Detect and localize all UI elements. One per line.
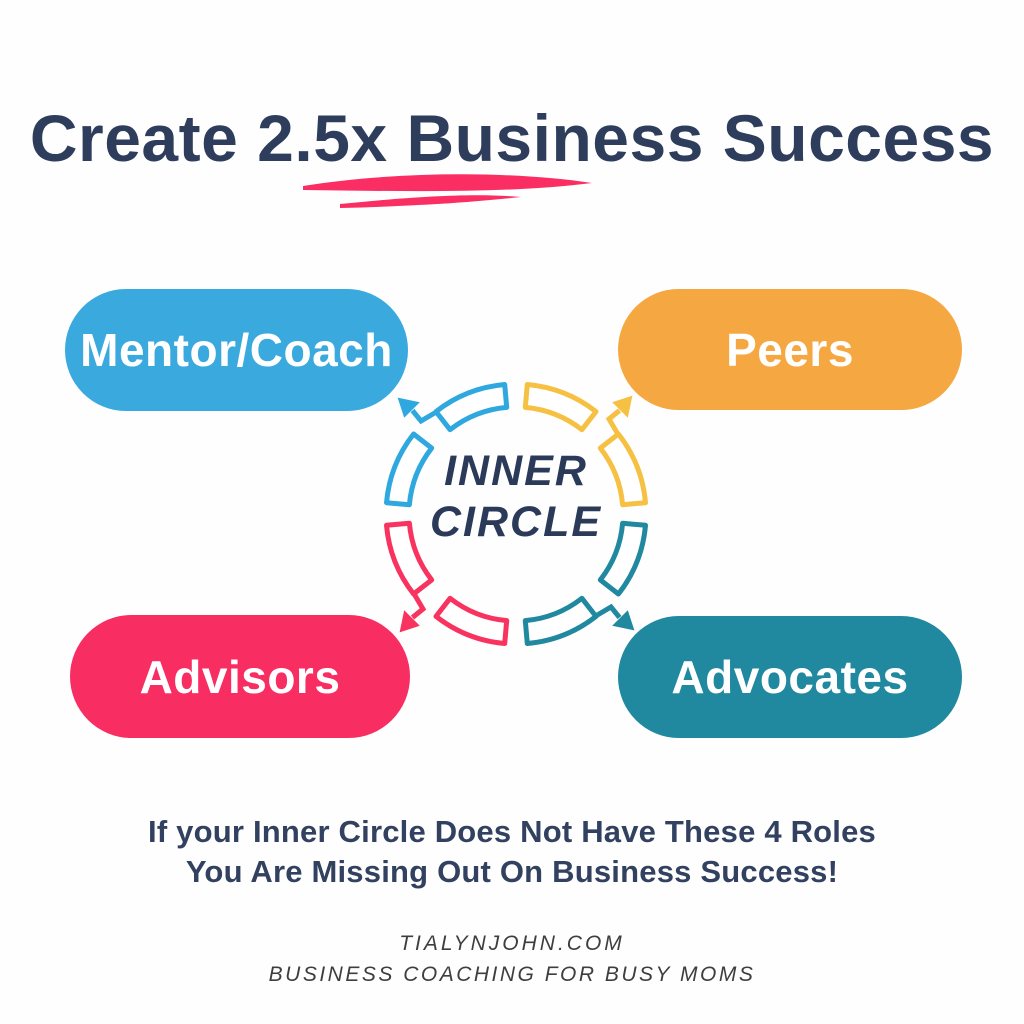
role-label-mentor-coach: Mentor/Coach <box>80 324 393 376</box>
role-label-advisors: Advisors <box>139 650 341 703</box>
hub-label: INNER CIRCLE <box>366 446 666 548</box>
page-title: Create 2.5x Business Success <box>29 101 995 175</box>
title-underline-swoosh-top <box>303 174 592 192</box>
role-pill-advocates: Advocates <box>618 616 962 738</box>
role-pill-advisors: Advisors <box>70 615 410 738</box>
footer-subtitle: BUSINESS COACHING FOR BUSY MOMS <box>268 963 756 986</box>
hub-label-line1: INNER <box>444 447 588 495</box>
title-underline-swoosh-bottom <box>340 195 521 208</box>
footer-website: TIALYNJOHN.COM <box>399 932 625 955</box>
role-pill-mentor-coach: Mentor/Coach <box>65 289 408 411</box>
role-pill-peers: Peers <box>618 289 962 410</box>
role-label-advocates: Advocates <box>671 651 909 703</box>
role-label-peers: Peers <box>726 323 854 376</box>
tagline-line2: You Are Missing Out On Business Success! <box>185 854 839 889</box>
tagline: If your Inner Circle Does Not Have These… <box>0 812 1024 892</box>
hub-label-line2: CIRCLE <box>429 498 603 546</box>
tagline-line1: If your Inner Circle Does Not Have These… <box>148 814 876 849</box>
